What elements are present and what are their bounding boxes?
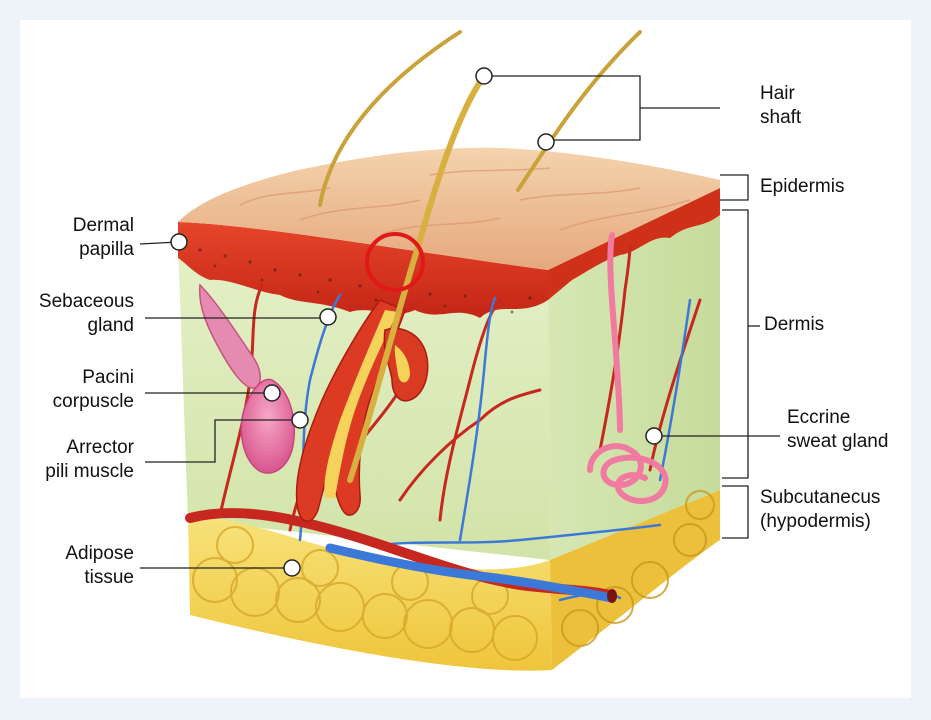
label-dermis: Dermis bbox=[764, 313, 824, 337]
adipose-side bbox=[550, 490, 720, 670]
dermal-band-front bbox=[178, 222, 548, 318]
hair-root bbox=[324, 310, 398, 498]
hair-right bbox=[516, 30, 642, 192]
label-sebaceous-line2: gland bbox=[87, 315, 135, 336]
label-adipose-line2: tissue bbox=[84, 567, 134, 588]
label-eccrine-line1: Eccrine bbox=[787, 407, 851, 428]
marker-adipose[interactable] bbox=[283, 559, 301, 577]
label-dermal-papilla-line2: papilla bbox=[79, 239, 134, 260]
skin-block bbox=[178, 30, 720, 671]
hair-middle bbox=[347, 73, 487, 483]
marker-dermal-papilla[interactable] bbox=[170, 233, 188, 251]
label-pacini-line1: Pacini bbox=[82, 367, 134, 388]
sebaceous-gland-core bbox=[394, 345, 410, 383]
label-adipose-line1: Adipose bbox=[65, 543, 134, 564]
fat-cells-side bbox=[561, 490, 715, 647]
label-subcutaneous: Subcutanecus (hypodermis) bbox=[760, 486, 880, 534]
label-dermis-line1: Dermis bbox=[764, 314, 825, 335]
label-eccrine-line2: sweat gland bbox=[787, 431, 889, 452]
hair-left bbox=[318, 30, 462, 207]
label-arrector-line2: pili muscle bbox=[45, 461, 134, 482]
hairs bbox=[318, 30, 642, 483]
adipose-layer bbox=[188, 518, 552, 671]
label-arrector-pili-muscle: Arrector pili muscle bbox=[45, 436, 134, 484]
artery-end bbox=[607, 589, 617, 603]
label-dermal-papilla-line1: Dermal bbox=[72, 215, 134, 236]
label-subcutaneous-line1: Subcutanecus bbox=[760, 487, 881, 508]
leader-lines bbox=[139, 75, 780, 569]
epidermis-top bbox=[178, 147, 720, 270]
label-sebaceous-gland: Sebaceous gland bbox=[39, 290, 134, 338]
marker-dots bbox=[170, 67, 663, 577]
label-hair-shaft-line1: Hair bbox=[760, 83, 795, 104]
marker-eccrine[interactable] bbox=[645, 427, 663, 445]
label-dermal-papilla: Dermal papilla bbox=[73, 214, 134, 262]
main-vein bbox=[325, 543, 617, 603]
marker-sebaceous[interactable] bbox=[319, 308, 337, 326]
label-pacini-line2: corpuscle bbox=[52, 391, 134, 412]
label-hair-shaft-line2: shaft bbox=[760, 107, 802, 128]
marker-arrector[interactable] bbox=[291, 411, 309, 429]
label-hair-shaft: Hair shaft bbox=[760, 82, 801, 130]
marker-pacini[interactable] bbox=[263, 384, 281, 402]
label-sebaceous-line1: Sebaceous bbox=[38, 291, 134, 312]
sweat-gland-shape bbox=[587, 232, 669, 505]
label-adipose-tissue: Adipose tissue bbox=[65, 542, 134, 590]
marker-hair-2[interactable] bbox=[537, 133, 555, 151]
surface-texture bbox=[239, 167, 691, 236]
dermal-band-side bbox=[548, 188, 720, 300]
label-eccrine-sweat-gland: Eccrine sweat gland bbox=[787, 406, 888, 454]
highlight-circle bbox=[365, 232, 425, 292]
label-epidermis: Epidermis bbox=[760, 175, 844, 199]
label-arrector-line1: Arrector bbox=[66, 437, 134, 458]
marker-hair-1[interactable] bbox=[475, 67, 493, 85]
label-pacini-corpuscle: Pacini corpuscle bbox=[53, 366, 134, 414]
label-epidermis-line1: Epidermis bbox=[760, 176, 845, 197]
label-subcutaneous-line2: (hypodermis) bbox=[760, 511, 871, 532]
